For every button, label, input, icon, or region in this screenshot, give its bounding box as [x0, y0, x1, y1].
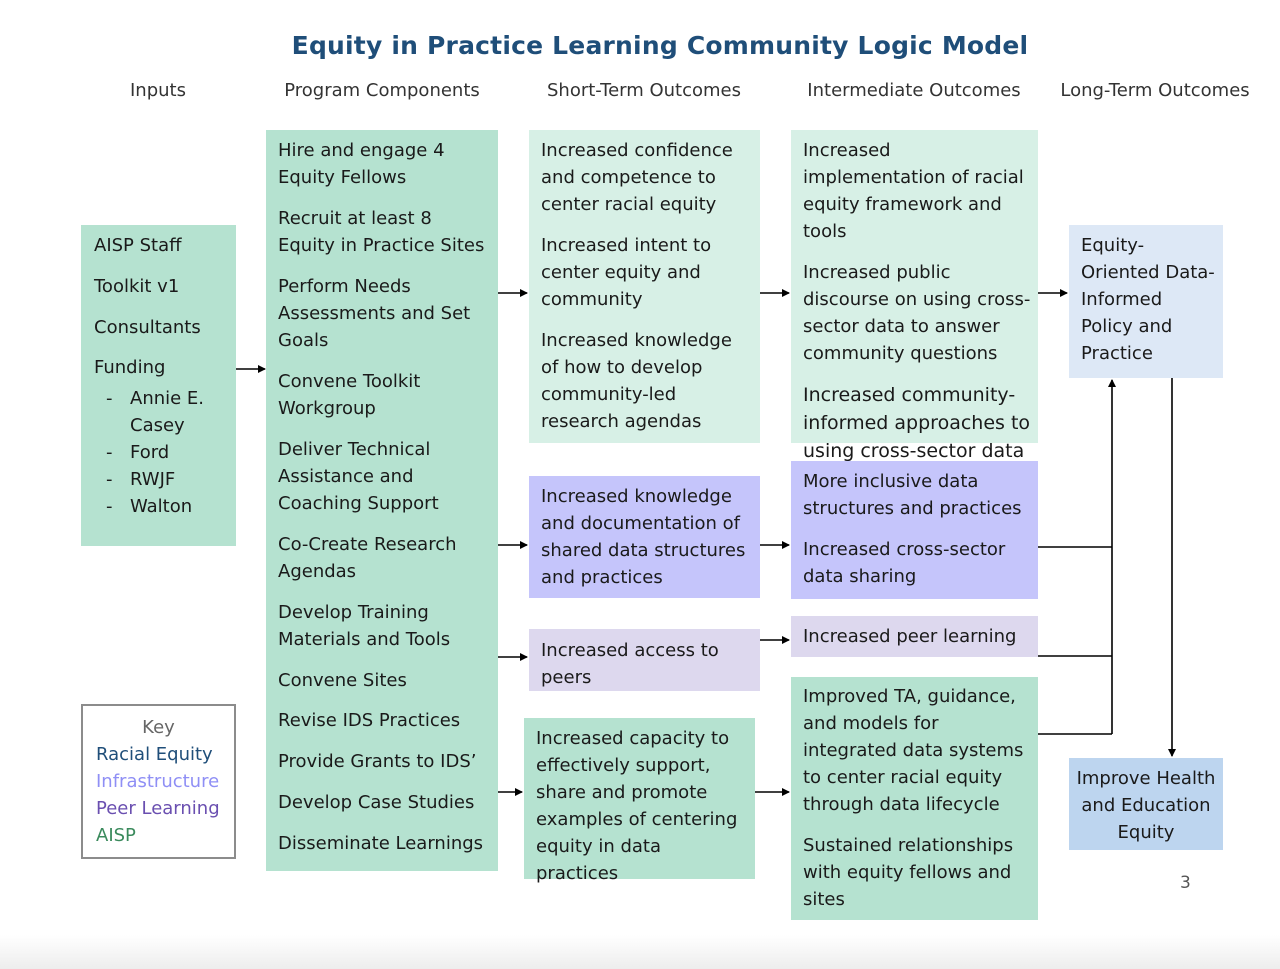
program-component: Provide Grants to IDS’	[278, 751, 477, 772]
legend-item-infrastructure: Infrastructure	[96, 771, 220, 792]
column-header-short-term: Short-Term Outcomes	[546, 80, 742, 101]
outcome-item: Increased knowledge of how to develop co…	[541, 330, 732, 432]
program-component: Develop Training Materials and Tools	[278, 602, 451, 650]
page-bottom-shade	[0, 935, 1280, 969]
legend-key: Key Racial Equity Infrastructure Peer Le…	[81, 704, 236, 859]
outcome-item: Increased knowledge and documentation of…	[541, 486, 746, 588]
funder-list: Annie E. Casey Ford RWJF Walton	[94, 385, 228, 520]
outcome-item: More inclusive data structures and pract…	[803, 471, 1022, 519]
input-item: Consultants	[94, 317, 201, 338]
funder-item: RWJF	[94, 466, 228, 493]
outcome-item: Increased access to peers	[541, 640, 719, 688]
page-number: 3	[1180, 873, 1191, 893]
legend-title: Key	[142, 717, 175, 738]
outcome-item: Improve Health and Education Equity	[1076, 768, 1216, 843]
legend-item-racial-equity: Racial Equity	[96, 744, 213, 765]
outcome-item: Increased confidence and competence to c…	[541, 140, 733, 215]
diagram-title: Equity in Practice Learning Community Lo…	[291, 31, 1029, 60]
program-component: Perform Needs Assessments and Set Goals	[278, 276, 471, 351]
intermediate-peer-learning-box: Increased peer learning	[791, 616, 1038, 657]
program-component: Develop Case Studies	[278, 792, 475, 813]
program-component: Convene Sites	[278, 670, 407, 691]
short-term-aisp-box: Increased capacity to effectively suppor…	[524, 718, 755, 884]
outcome-item: Increased community-informed approaches …	[803, 384, 1031, 462]
column-header-inputs: Inputs	[130, 80, 186, 101]
program-components-box: Hire and engage 4 Equity Fellows Recruit…	[266, 130, 498, 871]
outcome-item: Equity-Oriented Data-Informed Policy and…	[1081, 235, 1215, 364]
input-item: Funding	[94, 357, 166, 378]
funder-item: Walton	[94, 493, 228, 520]
funder-item: Annie E. Casey	[94, 385, 228, 439]
program-component: Convene Toolkit Workgroup	[278, 371, 421, 419]
program-component: Deliver Technical Assistance and Coachin…	[278, 439, 439, 514]
column-header-long-term: Long-Term Outcomes	[1060, 80, 1250, 101]
long-term-policy-box: Equity-Oriented Data-Informed Policy and…	[1069, 225, 1223, 378]
intermediate-aisp-box: Improved TA, guidance, and models for in…	[791, 677, 1038, 920]
outcome-item: Increased public discourse on using cros…	[803, 262, 1031, 364]
inputs-box: AISP Staff Toolkit v1 Consultants Fundin…	[81, 225, 236, 546]
long-term-equity-box: Improve Health and Education Equity	[1069, 758, 1223, 850]
short-term-peer-learning-box: Increased access to peers	[529, 629, 760, 691]
legend-item-peer-learning: Peer Learning	[96, 798, 220, 819]
program-component: Disseminate Learnings	[278, 833, 484, 854]
column-header-intermediate: Intermediate Outcomes	[807, 80, 1021, 101]
intermediate-racial-equity-box: Increased implementation of racial equit…	[791, 130, 1038, 462]
short-term-infrastructure-box: Increased knowledge and documentation of…	[529, 476, 760, 598]
program-component: Co-Create Research Agendas	[278, 534, 457, 582]
outcome-item: Improved TA, guidance, and models for in…	[803, 686, 1024, 815]
column-header-program-components: Program Components	[284, 80, 480, 101]
program-component: Revise IDS Practices	[278, 710, 461, 731]
input-item: Toolkit v1	[94, 276, 180, 297]
short-term-racial-equity-box: Increased confidence and competence to c…	[529, 130, 760, 443]
outcome-item: Increased implementation of racial equit…	[803, 140, 1024, 242]
input-item: AISP Staff	[94, 235, 182, 256]
outcome-item: Increased cross-sector data sharing	[803, 539, 1006, 587]
outcome-item: Sustained relationships with equity fell…	[803, 835, 1014, 910]
program-component: Recruit at least 8 Equity in Practice Si…	[278, 208, 485, 256]
funder-item: Ford	[94, 439, 228, 466]
legend-item-aisp: AISP	[96, 825, 136, 846]
outcome-item: Increased peer learning	[803, 626, 1017, 647]
program-component: Hire and engage 4 Equity Fellows	[278, 140, 445, 188]
outcome-item: Increased intent to center equity and co…	[541, 235, 712, 310]
intermediate-infrastructure-box: More inclusive data structures and pract…	[791, 461, 1038, 599]
outcome-item: Increased capacity to effectively suppor…	[536, 728, 738, 884]
